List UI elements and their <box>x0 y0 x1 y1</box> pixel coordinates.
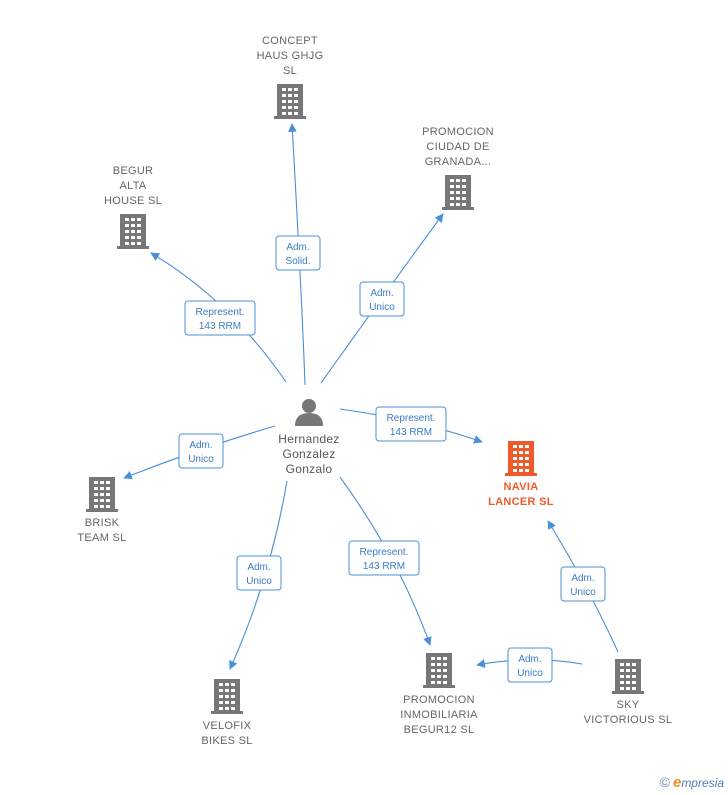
node-label: BIKES SL <box>201 735 252 747</box>
edge-person-to-begur_alta: Represent. 143 RRM <box>150 252 287 383</box>
node-label: PROMOCION <box>403 694 475 706</box>
node-label: Hernandez <box>278 432 339 446</box>
edge-person-to-promocion_begur12: Represent. 143 RRM <box>339 476 432 646</box>
node-label: BEGUR12 SL <box>404 724 475 736</box>
edge-label-line: Represent. <box>196 307 245 318</box>
node-promocion_granada[interactable]: PROMOCION CIUDAD DE GRANADA... <box>422 126 494 210</box>
edge-label[interactable]: Adm. Unico <box>236 555 282 591</box>
brand-footer: ©empresia <box>660 774 724 791</box>
node-label: NAVIA <box>504 481 539 493</box>
edge-label[interactable]: Adm. Solid. <box>275 235 321 271</box>
edge-label-line: 143 RRM <box>199 321 241 332</box>
edge-person-to-navia: Represent. 143 RRM <box>339 406 483 444</box>
node-navia[interactable]: NAVIA LANCER SL <box>488 441 554 508</box>
edge-label-line: Adm. <box>189 440 212 451</box>
node-label: BEGUR <box>113 165 154 177</box>
edge-label-line: Represent. <box>360 547 409 558</box>
node-label: CONCEPT <box>262 35 318 47</box>
node-label: Gonzalez <box>282 447 335 461</box>
brand-logo-initial: e <box>672 774 682 791</box>
node-label: INMOBILIARIA <box>400 709 478 721</box>
building-icon[interactable] <box>423 653 455 688</box>
node-label: VELOFIX <box>203 720 252 732</box>
building-icon[interactable] <box>211 679 243 714</box>
edge-label[interactable]: Adm. Unico <box>359 281 405 317</box>
edge-label-line: Adm. <box>571 573 594 584</box>
node-label: HAUS GHJG <box>257 50 324 62</box>
person-icon[interactable] <box>295 399 323 426</box>
edge-label-line: Adm. <box>518 654 541 665</box>
node-label: SKY <box>617 699 640 711</box>
building-icon[interactable] <box>442 175 474 210</box>
building-icon[interactable] <box>612 659 644 694</box>
node-begur_alta[interactable]: BEGUR ALTA HOUSE SL <box>104 165 162 249</box>
node-label: PROMOCION <box>422 126 494 138</box>
edge-label-line: Adm. <box>247 562 270 573</box>
node-label: CIUDAD DE <box>426 141 489 153</box>
edge-person-to-concept: Adm. Solid. <box>275 123 321 386</box>
node-label: VICTORIOUS SL <box>584 714 673 726</box>
nodes-layer: CONCEPT HAUS GHJG SL PROMOCION CIUDAD DE GRAN… <box>77 35 672 747</box>
edge-label[interactable]: Represent. 143 RRM <box>348 540 420 576</box>
edge-label-line: Unico <box>570 587 596 598</box>
node-velofix[interactable]: VELOFIX BIKES SL <box>201 679 252 747</box>
edge-label-line: Adm. <box>370 288 393 299</box>
edge-label[interactable]: Adm. Unico <box>178 433 224 469</box>
edge-person-to-promocion_granada: Adm. Unico <box>320 213 444 384</box>
building-icon[interactable] <box>86 477 118 512</box>
edge-sky-to-navia: Adm. Unico <box>547 520 619 653</box>
node-label: HOUSE SL <box>104 195 162 207</box>
copyright-icon: © <box>659 774 670 790</box>
edge-sky-to-promocion_begur12: Adm. Unico <box>476 647 583 683</box>
node-label: Gonzalo <box>286 462 333 476</box>
building-icon[interactable] <box>274 84 306 119</box>
building-icon[interactable] <box>505 441 537 476</box>
node-label: LANCER SL <box>488 496 554 508</box>
edge-label-line: 143 RRM <box>363 561 405 572</box>
edge-label-line: Solid. <box>285 256 310 267</box>
edge-label-line: Unico <box>246 576 272 587</box>
node-label: BRISK <box>85 517 120 529</box>
edge-label[interactable]: Represent. 143 RRM <box>184 300 256 336</box>
edge-label-line: Unico <box>517 668 543 679</box>
edge-label[interactable]: Represent. 143 RRM <box>375 406 447 442</box>
edge-label-line: Represent. <box>387 413 436 424</box>
node-brisk[interactable]: BRISK TEAM SL <box>77 477 126 544</box>
node-sky[interactable]: SKY VICTORIOUS SL <box>584 659 673 726</box>
edge-person-to-brisk: Adm. Unico <box>123 425 276 480</box>
node-promocion_begur12[interactable]: PROMOCION INMOBILIARIA BEGUR12 SL <box>400 653 478 736</box>
edge-person-to-velofix: Adm. Unico <box>229 480 288 670</box>
edge-label-line: Adm. <box>286 242 309 253</box>
brand-name: mpresia <box>681 776 724 790</box>
edge-arrow <box>288 123 306 386</box>
edge-label-line: 143 RRM <box>390 427 432 438</box>
node-label: GRANADA... <box>425 156 492 168</box>
edge-label[interactable]: Adm. Unico <box>507 647 553 683</box>
edge-label-line: Unico <box>369 302 395 313</box>
node-concept[interactable]: CONCEPT HAUS GHJG SL <box>257 35 324 119</box>
node-label: SL <box>283 65 297 77</box>
node-label: TEAM SL <box>77 532 126 544</box>
node-label: ALTA <box>119 180 146 192</box>
edge-label[interactable]: Adm. Unico <box>560 566 606 602</box>
building-icon[interactable] <box>117 214 149 249</box>
edge-label-line: Unico <box>188 454 214 465</box>
